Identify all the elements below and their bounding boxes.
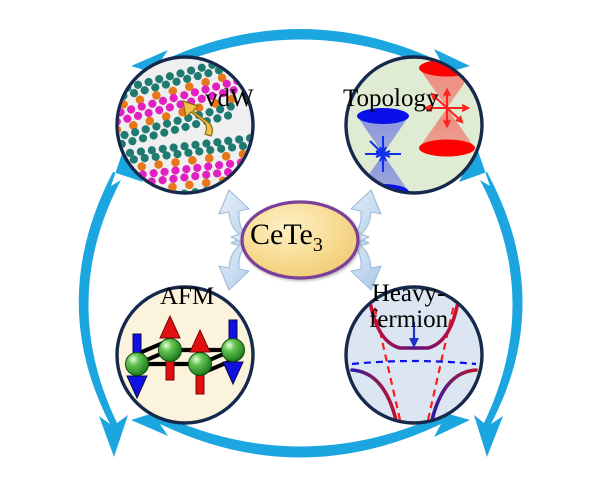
panel-heavy-fermion[interactable] (344, 285, 484, 425)
hf-lower-hybridized-band-right (430, 368, 478, 422)
compound-formula-subscript: 3 (312, 234, 323, 256)
hf-lower-hybridized-band-left (350, 368, 398, 422)
hf-flat-level-dashed (351, 359, 477, 366)
panel-afm[interactable] (115, 285, 255, 425)
heavy-fermion-label: Heavy- fermion (369, 281, 448, 332)
hf-conduction-dashed (370, 295, 458, 421)
hf-gap-arrow-icon (409, 322, 419, 348)
arc-bottom (131, 407, 470, 458)
arc-right (459, 145, 523, 457)
topology-label: Topology (343, 85, 439, 112)
vdw-gap-arrow-icon (182, 100, 214, 137)
red-cone-outward-arrows (423, 87, 471, 129)
hf-band-structure (350, 294, 478, 422)
center-node-label: CeTe3 (250, 218, 323, 256)
heavy-fermion-label-line2: fermion (369, 305, 449, 333)
blue-cone-inward-arrows (365, 136, 401, 172)
arc-top (131, 29, 470, 79)
center-node[interactable] (240, 200, 360, 280)
arc-left (78, 145, 143, 457)
vdw-label: vdW (205, 85, 254, 112)
afm-label: AFM (160, 283, 215, 310)
heavy-fermion-label-line1: Heavy- (371, 280, 446, 307)
compound-formula-base: CeTe (250, 218, 313, 251)
panel-vdw[interactable] (92, 53, 263, 206)
afm-atoms (125, 338, 245, 376)
